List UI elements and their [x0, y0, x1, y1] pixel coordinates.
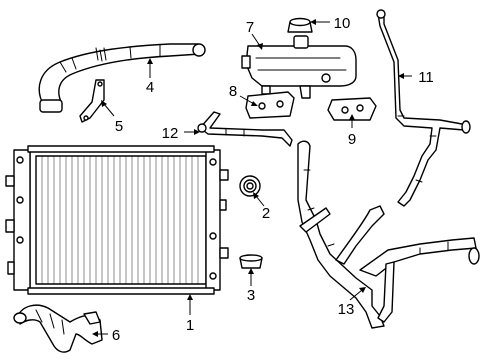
coolant-hose-assembly: [297, 140, 480, 329]
callout-10: 10: [334, 15, 351, 32]
lower-radiator-hose: [13, 304, 103, 353]
callout-13: 13: [338, 301, 355, 318]
hose-bracket: [79, 79, 105, 123]
callout-4: 4: [146, 79, 154, 96]
reservoir-bracket-left: [245, 91, 295, 119]
rubber-bumper: [239, 254, 263, 269]
callout-2: 2: [262, 205, 270, 222]
radiator: [5, 145, 229, 295]
callout-7: 7: [246, 19, 254, 36]
callout-6: 6: [112, 327, 120, 344]
callout-11: 11: [418, 69, 434, 86]
callout-3: 3: [247, 287, 255, 304]
heater-hose: [376, 9, 471, 207]
callout-5: 5: [115, 118, 123, 135]
callout-12: 12: [162, 125, 179, 142]
overflow-hose: [197, 111, 293, 147]
coolant-reservoir: [241, 35, 357, 99]
upper-radiator-hose: [38, 43, 206, 113]
callout-9: 9: [348, 131, 356, 148]
reservoir-cap: [287, 17, 313, 33]
grommet: [239, 175, 261, 197]
callout-8: 8: [229, 83, 237, 100]
callout-leaders: [92, 19, 412, 337]
callout-1: 1: [186, 317, 194, 334]
reservoir-bracket-right: [327, 97, 377, 121]
